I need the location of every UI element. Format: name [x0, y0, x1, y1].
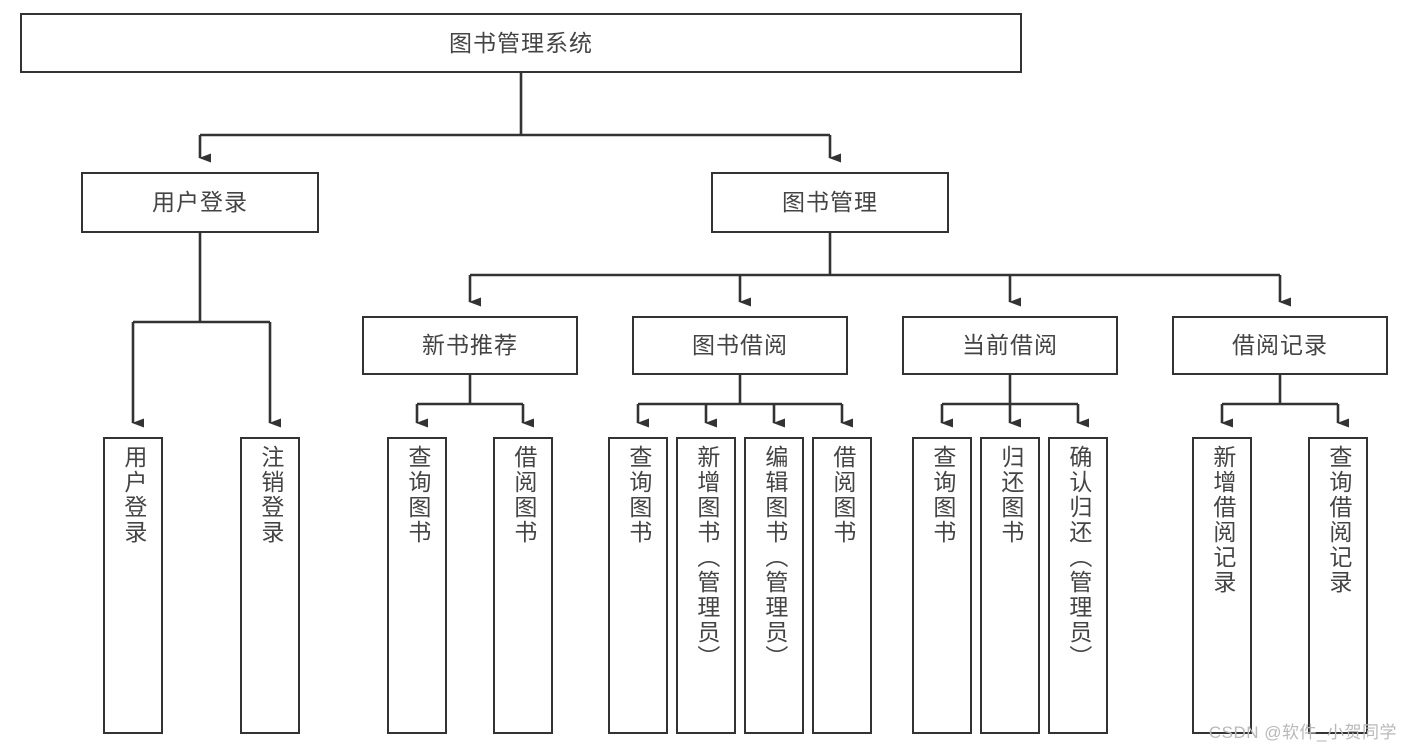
edge-currentborrow-to-leaves	[940, 375, 1089, 428]
node-root[interactable]: 图书管理系统	[20, 13, 1022, 73]
node-leaf-query-record-label: 查询借阅记录	[1325, 445, 1352, 595]
node-leaf-query-book-2[interactable]: 查询图书	[608, 437, 668, 734]
node-current-borrowing-label: 当前借阅	[962, 332, 1058, 359]
node-user-login[interactable]: 用户登录	[81, 172, 319, 233]
edge-bookborrow-to-leaves	[636, 375, 853, 428]
node-leaf-query-book-3[interactable]: 查询图书	[912, 437, 972, 734]
node-user-login-label: 用户登录	[152, 189, 248, 216]
node-leaf-add-record[interactable]: 新增借阅记录	[1192, 437, 1252, 734]
node-leaf-query-book-3-label: 查询图书	[929, 445, 956, 545]
node-book-borrowing[interactable]: 图书借阅	[632, 316, 848, 375]
node-borrowing-record[interactable]: 借阅记录	[1172, 316, 1388, 375]
node-leaf-add-book[interactable]: 新增图书（管理员）	[676, 437, 736, 734]
edge-newbook-to-leaves	[415, 375, 534, 428]
node-leaf-confirm-return-label: 确认归还（管理员）	[1065, 445, 1092, 670]
node-book-borrowing-label: 图书借阅	[692, 332, 788, 359]
node-leaf-add-record-label: 新增借阅记录	[1209, 445, 1236, 595]
node-leaf-confirm-return[interactable]: 确认归还（管理员）	[1048, 437, 1108, 734]
node-leaf-return-book[interactable]: 归还图书	[980, 437, 1040, 734]
edge-bookmgmt-to-level2	[468, 233, 1291, 307]
edge-borrowrecord-to-leaves	[1220, 375, 1349, 428]
node-book-management[interactable]: 图书管理	[711, 172, 949, 233]
node-new-book-recommendation-label: 新书推荐	[422, 332, 518, 359]
node-borrowing-record-label: 借阅记录	[1232, 332, 1328, 359]
node-leaf-user-login[interactable]: 用户登录	[103, 437, 163, 734]
node-new-book-recommendation[interactable]: 新书推荐	[362, 316, 578, 375]
edge-userlogin-to-leaves	[131, 233, 281, 428]
node-current-borrowing[interactable]: 当前借阅	[902, 316, 1118, 375]
node-root-label: 图书管理系统	[449, 29, 593, 56]
node-leaf-query-book-1-label: 查询图书	[404, 445, 431, 545]
node-leaf-borrow-book-2[interactable]: 借阅图书	[812, 437, 872, 734]
node-leaf-borrow-book-1[interactable]: 借阅图书	[493, 437, 553, 734]
node-leaf-user-logout[interactable]: 注销登录	[240, 437, 300, 734]
node-leaf-query-book-2-label: 查询图书	[625, 445, 652, 545]
node-leaf-user-login-label: 用户登录	[120, 445, 147, 545]
node-book-management-label: 图书管理	[782, 189, 878, 216]
node-leaf-borrow-book-2-label: 借阅图书	[829, 445, 856, 545]
node-leaf-return-book-label: 归还图书	[997, 445, 1024, 545]
node-leaf-user-logout-label: 注销登录	[257, 445, 284, 545]
node-leaf-query-record[interactable]: 查询借阅记录	[1308, 437, 1368, 734]
node-leaf-borrow-book-1-label: 借阅图书	[510, 445, 537, 545]
node-leaf-add-book-label: 新增图书（管理员）	[693, 445, 720, 670]
edge-root-to-level1	[198, 73, 841, 163]
node-leaf-edit-book[interactable]: 编辑图书（管理员）	[744, 437, 804, 734]
node-leaf-edit-book-label: 编辑图书（管理员）	[761, 445, 788, 670]
node-leaf-query-book-1[interactable]: 查询图书	[387, 437, 447, 734]
